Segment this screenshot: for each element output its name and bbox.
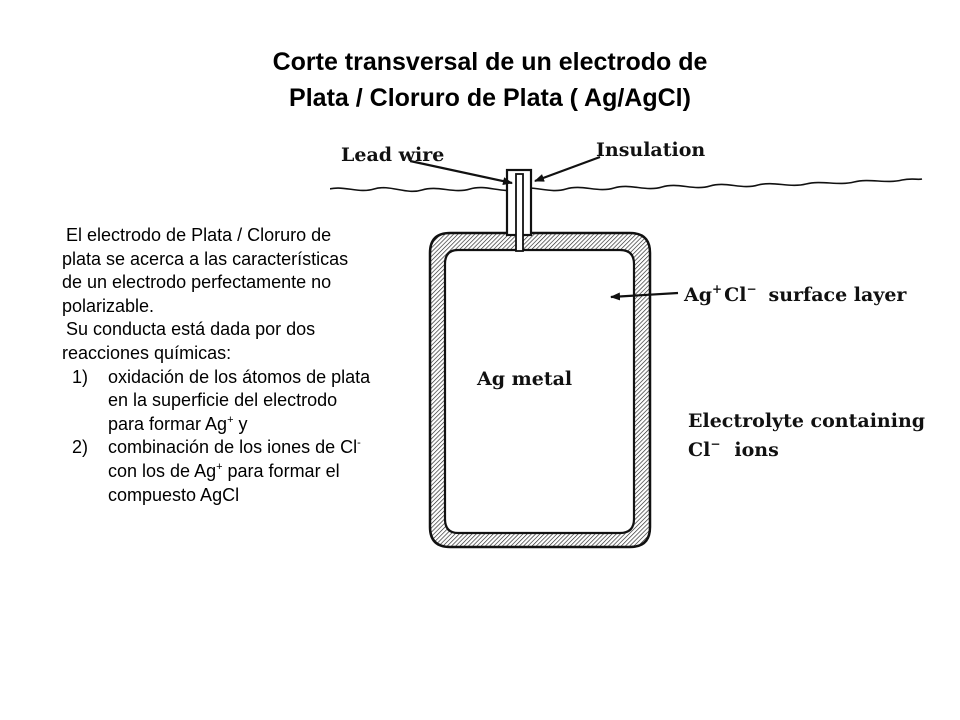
item-text-end: para formar el compuesto AgCl bbox=[108, 460, 340, 505]
item-text: oxidación de los átomos de plata en la s… bbox=[108, 366, 371, 434]
reaction-item: 1) oxidación de los átomos de plata en la… bbox=[62, 366, 372, 437]
description-text: El electrodo de Plata / Cloruro de plata… bbox=[62, 224, 372, 507]
title-line-1: Corte transversal de un electrodo de bbox=[272, 48, 708, 76]
ag-symbol: Ag bbox=[683, 284, 712, 306]
electrolyte-label-line1: Electrolyte containing bbox=[688, 410, 925, 432]
title-line-2: Plata / Cloruro de Plata ( Ag/AgCl) bbox=[289, 84, 691, 112]
electrolyte-label-line2: Cl−ions bbox=[688, 437, 779, 461]
item-text-end: y bbox=[233, 413, 248, 434]
item-number: 1) bbox=[72, 366, 89, 387]
superscript: + bbox=[227, 413, 234, 426]
electrode-cross-section-diagram: Lead wire Insulation Ag+Cl−surface layer… bbox=[330, 139, 925, 549]
surface-layer-label: Ag+Cl−surface layer bbox=[683, 282, 907, 306]
surface-layer-arrow bbox=[610, 291, 679, 301]
surface-layer-text: surface layer bbox=[769, 284, 908, 306]
cl-charge: − bbox=[746, 282, 756, 296]
lead-wire-label: Lead wire bbox=[341, 144, 444, 166]
lead-wire bbox=[515, 173, 524, 252]
ag-metal-label: Ag metal bbox=[476, 368, 572, 390]
electrolyte-cl-charge: − bbox=[710, 437, 720, 451]
electrolyte-cl-symbol: Cl bbox=[688, 439, 710, 461]
electrolyte-surface-line bbox=[330, 178, 923, 193]
superscript: - bbox=[357, 437, 361, 450]
ag-metal-core bbox=[443, 248, 636, 535]
insulation-arrow bbox=[534, 155, 601, 183]
paragraph-1: El electrodo de Plata / Cloruro de plata… bbox=[62, 225, 349, 316]
lead-wire-arrow bbox=[409, 159, 513, 186]
insulation-label: Insulation bbox=[596, 139, 705, 161]
electrolyte-ions-text: ions bbox=[734, 439, 778, 461]
cl-symbol: Cl bbox=[724, 284, 746, 306]
item-text-middle: con los de Ag bbox=[108, 460, 217, 481]
reaction-list: 1) oxidación de los átomos de plata en la… bbox=[62, 366, 372, 508]
item-text: combinación de los iones de Cl bbox=[108, 437, 358, 458]
reaction-item: 2) combinación de los iones de Cl- con lo… bbox=[62, 436, 372, 507]
ag-charge: + bbox=[712, 282, 722, 296]
superscript: + bbox=[216, 460, 223, 473]
paragraph-2: Su conducta está dada por dos reacciones… bbox=[62, 319, 316, 363]
item-number: 2) bbox=[72, 437, 89, 458]
slide-title: Corte transversal de un electrodo de Pla… bbox=[130, 44, 850, 116]
